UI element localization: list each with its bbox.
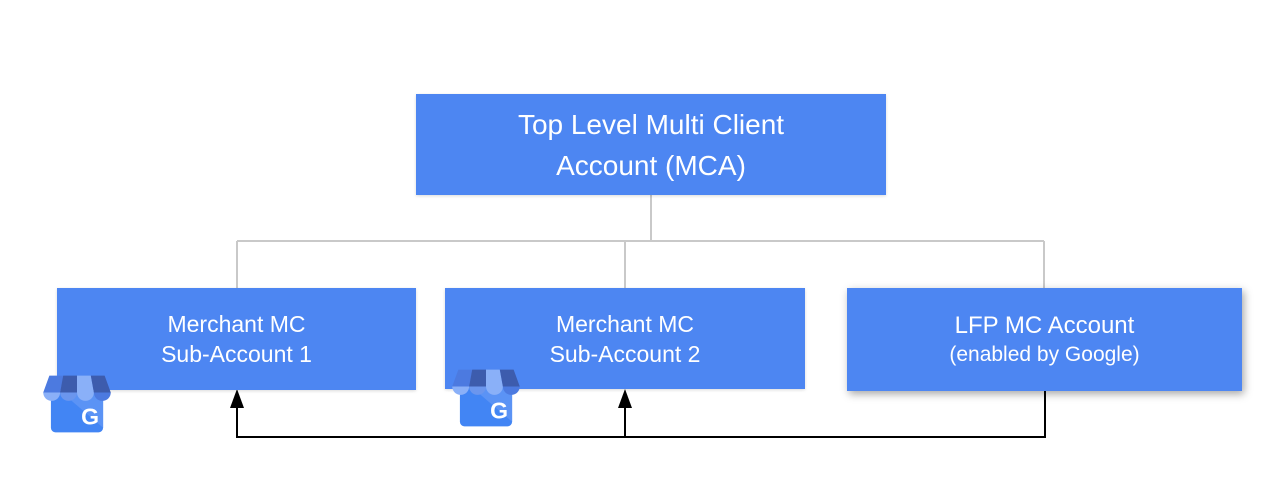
node-top-level-mca: Top Level Multi Client Account (MCA) xyxy=(416,94,886,195)
node-lfp-mc-account-line2: (enabled by Google) xyxy=(949,343,1140,366)
lfp-feed-arrows xyxy=(236,391,1046,438)
arrowhead-sub1 xyxy=(230,389,244,408)
google-business-profile-icon: G xyxy=(40,371,114,437)
awning xyxy=(452,369,520,395)
node-lfp-mc-account: LFP MC Account (enabled by Google) xyxy=(847,288,1242,391)
node-top-level-mca-line2: Account (MCA) xyxy=(556,149,746,181)
arrowhead-sub2 xyxy=(618,389,632,408)
google-g-letter: G xyxy=(490,398,508,424)
arrowheads xyxy=(230,389,632,408)
node-top-level-mca-line1: Top Level Multi Client xyxy=(517,108,785,140)
node-merchant-sub-account-1-line1: Merchant MC xyxy=(167,311,306,337)
hierarchy-tree-lines xyxy=(236,195,1045,288)
node-lfp-mc-account-line1: LFP MC Account xyxy=(954,312,1135,339)
awning xyxy=(43,375,111,401)
node-merchant-sub-account-2-line1: Merchant MC xyxy=(555,310,695,337)
node-merchant-sub-account-1: Merchant MC Sub-Account 1 xyxy=(57,288,416,390)
node-merchant-sub-account-1-line2: Sub-Account 1 xyxy=(161,341,312,367)
google-business-profile-icon: G xyxy=(449,365,523,431)
node-merchant-sub-account-2-line2: Sub-Account 2 xyxy=(549,340,701,367)
google-g-letter: G xyxy=(81,404,99,430)
